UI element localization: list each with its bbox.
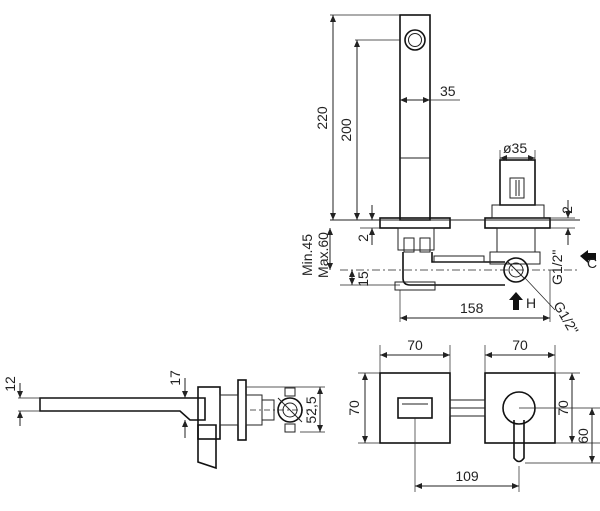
thread-g12-upper: G1/2" bbox=[549, 250, 565, 285]
dim-12: 12 bbox=[2, 376, 18, 392]
dim-52-5: 52,5 bbox=[303, 396, 319, 423]
dim-17: 17 bbox=[167, 370, 183, 386]
side-plate bbox=[237, 379, 247, 441]
side-lever bbox=[197, 424, 217, 470]
label-cold: C bbox=[587, 255, 597, 271]
plan-spout bbox=[397, 397, 433, 419]
spout-body bbox=[399, 14, 431, 221]
dim-60: 60 bbox=[575, 428, 591, 444]
dim-15: 15 bbox=[355, 271, 371, 287]
dim-70-top-left: 70 bbox=[407, 337, 423, 353]
side-spout bbox=[39, 397, 206, 421]
dim-70-side-left: 70 bbox=[346, 400, 362, 416]
thread-g12-lower: G1/2" bbox=[550, 299, 582, 338]
side-elevation-view: 12 17 52,5 bbox=[2, 370, 325, 470]
hot-arrow-icon bbox=[509, 292, 523, 310]
cold-arrow-icon bbox=[580, 250, 596, 263]
dim-109: 109 bbox=[455, 468, 479, 484]
dim-min-45: Min.45 bbox=[299, 234, 315, 276]
label-hot: H bbox=[526, 295, 536, 311]
spout-outlet bbox=[404, 29, 426, 51]
dim-diameter-35: ø35 bbox=[503, 140, 527, 156]
plan-lever bbox=[513, 420, 525, 463]
dim-max-60: Max.60 bbox=[315, 232, 331, 278]
dim-35: 35 bbox=[440, 83, 456, 99]
dim-220: 220 bbox=[314, 106, 330, 130]
dim-70-top-right: 70 bbox=[512, 337, 528, 353]
dim-2-right: 2 bbox=[559, 206, 575, 214]
plan-view: 70 70 70 70 60 109 bbox=[346, 337, 600, 492]
dim-200: 200 bbox=[338, 118, 354, 142]
dim-158: 158 bbox=[460, 300, 484, 316]
front-elevation-view: 220 200 35 ø35 2 2 Min.45 Max.60 15 bbox=[299, 14, 597, 338]
dim-2-left: 2 bbox=[355, 234, 371, 242]
